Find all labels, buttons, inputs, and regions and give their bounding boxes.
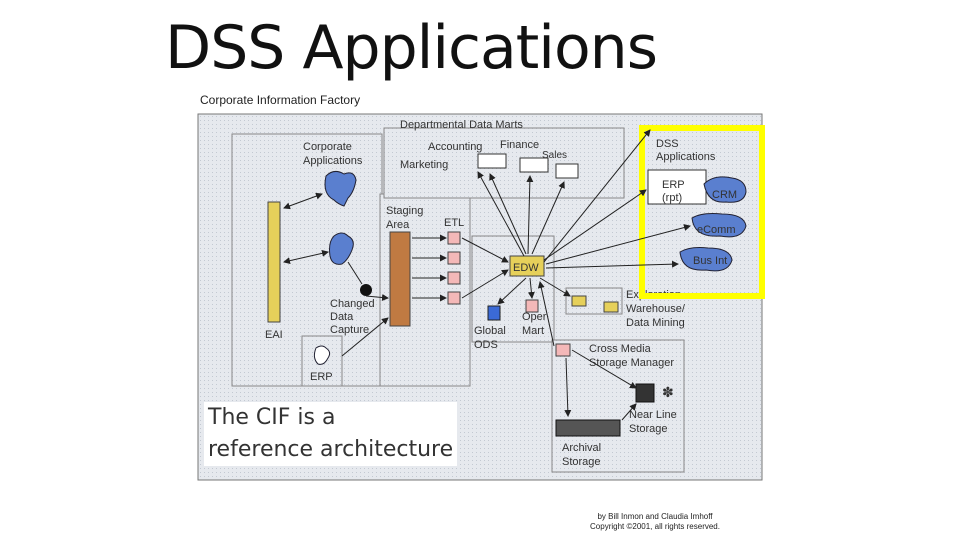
eai-bar [267, 201, 281, 323]
erp-box [301, 335, 343, 387]
finance-label: Finance [500, 139, 539, 151]
edw-cylinder [509, 255, 545, 277]
oper-mart-box [525, 299, 539, 313]
edw-label: EDW [513, 262, 539, 274]
staging-label-2: Area [386, 219, 410, 231]
cross-media-box [555, 343, 571, 357]
staging-label-1: Staging [386, 205, 423, 217]
oper-label-1: Oper [522, 311, 547, 323]
reference-note-line-2: reference architecture [208, 437, 454, 462]
oper-label-2: Mart [522, 325, 544, 337]
storage-panel [551, 339, 685, 473]
etl-label: ETL [444, 217, 464, 229]
exploration-cylinder-1 [571, 295, 587, 307]
accounting-mart [477, 153, 507, 169]
staging-area-bar [389, 231, 411, 327]
cross-media-label-1: Cross Media [589, 343, 652, 355]
corporate-applications-blob [324, 170, 357, 207]
global-ods-cylinder [487, 305, 501, 321]
bus-int-blob [679, 247, 733, 272]
etl-step-1 [447, 231, 461, 245]
bus-int-label: Bus Int [693, 255, 727, 267]
near-line-label-2: Storage [629, 423, 668, 435]
credit-copyright: Copyright ©2001, all rights reserved. [590, 522, 720, 531]
changed-label-1: Changed [330, 298, 375, 310]
dss-label-1: DSS [656, 138, 679, 150]
erp-rpt-label-2: (rpt) [662, 192, 682, 204]
etl-step-2 [447, 251, 461, 265]
near-line-tape-icon: ✽ [662, 384, 674, 400]
crm-label: CRM [712, 189, 737, 201]
crm-blob [703, 176, 747, 203]
near-line-disk-icon [635, 383, 655, 403]
dss-label-2: Applications [656, 151, 716, 163]
archival-label-2: Storage [562, 456, 601, 468]
corporate-label-2: Applications [303, 155, 363, 167]
finance-mart [519, 157, 549, 173]
erp-glyph [313, 345, 331, 365]
sales-mart [555, 163, 579, 179]
application-blob [329, 232, 354, 265]
corporate-label-1: Corporate [303, 141, 352, 153]
reference-note-line-1: The CIF is a [208, 405, 336, 430]
near-line-label-1: Near Line [629, 409, 677, 421]
figure-title: Corporate Information Factory [200, 93, 361, 107]
global-label-1: Global [474, 325, 506, 337]
reference-note: The CIF is a reference architecture [204, 402, 458, 466]
exploration-label-2: Warehouse/ [626, 303, 686, 315]
accounting-label: Accounting [428, 141, 482, 153]
exploration-cylinder-2 [603, 301, 619, 313]
exploration-label-3: Data Mining [626, 317, 685, 329]
credit-authors: by Bill Inmon and Claudia Imhoff [597, 512, 713, 521]
marketing-label: Marketing [400, 159, 448, 171]
departmental-data-marts-label: Departmental Data Marts [400, 119, 523, 131]
global-label-2: ODS [474, 339, 498, 351]
sales-label: Sales [542, 150, 567, 161]
flow-arrows [283, 129, 691, 421]
slide-title: DSS Applications [165, 13, 658, 83]
erp-rpt-label-1: ERP [662, 179, 685, 191]
etl-step-4 [447, 291, 461, 305]
etl-step-3 [447, 271, 461, 285]
cross-media-label-2: Storage Manager [589, 357, 674, 369]
ecomm-label: eComm [697, 224, 736, 236]
erp-label: ERP [310, 371, 333, 383]
changed-label-3: Capture [330, 324, 369, 336]
eai-label: EAI [265, 329, 283, 341]
archival-label-1: Archival [562, 442, 601, 454]
cdc-node [360, 284, 372, 296]
archival-tape-array [555, 419, 621, 437]
copyright-credit: by Bill Inmon and Claudia Imhoff Copyrig… [540, 512, 770, 532]
edw-panel [471, 235, 555, 343]
dss-highlight-frame [639, 125, 765, 299]
changed-label-2: Data [330, 311, 354, 323]
ecomm-blob [691, 213, 747, 238]
